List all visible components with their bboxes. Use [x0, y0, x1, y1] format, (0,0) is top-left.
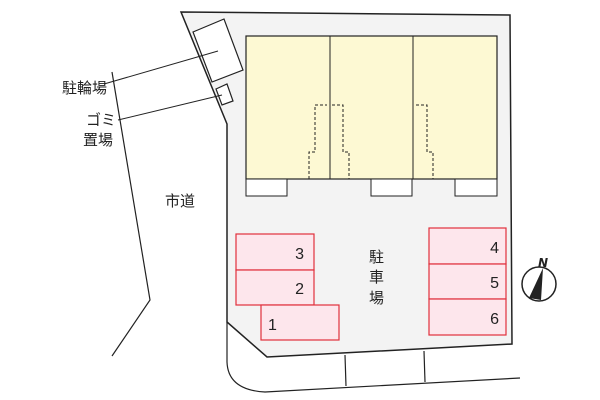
leader-lines — [103, 50, 223, 121]
city-road-label: 市道 — [165, 192, 195, 210]
parking-spaces — [235, 227, 507, 341]
north-compass-icon: N — [521, 256, 557, 302]
stairs — [308, 104, 434, 179]
bicycle-parking-label: 駐輪場 — [62, 79, 107, 97]
parking-label-2: 車 — [369, 268, 384, 286]
parking-number-6: 6 — [490, 311, 499, 328]
parking-number-4: 4 — [490, 240, 499, 257]
garbage-label-1: ゴミ — [86, 111, 116, 129]
parking-space-1 — [260, 304, 340, 341]
garbage-area — [215, 83, 234, 106]
parking-space-5 — [428, 263, 507, 300]
bicycle-shelter — [192, 18, 244, 83]
parking-label-1: 駐 — [369, 248, 384, 266]
road-lines — [111, 71, 521, 393]
parking-number-2: 2 — [295, 281, 304, 298]
parking-space-2 — [235, 269, 315, 306]
parking-space-4 — [428, 227, 507, 265]
parking-label-3: 場 — [369, 289, 384, 307]
parking-number-3: 3 — [295, 246, 304, 263]
parking-space-6 — [428, 298, 507, 336]
balconies — [245, 178, 498, 197]
building — [245, 35, 498, 197]
parking-number-5: 5 — [490, 275, 499, 292]
north-label: N — [538, 256, 548, 270]
parking-number-1: 1 — [268, 317, 277, 334]
parking-space-3 — [235, 233, 315, 271]
garbage-label-2: 置場 — [83, 131, 113, 149]
